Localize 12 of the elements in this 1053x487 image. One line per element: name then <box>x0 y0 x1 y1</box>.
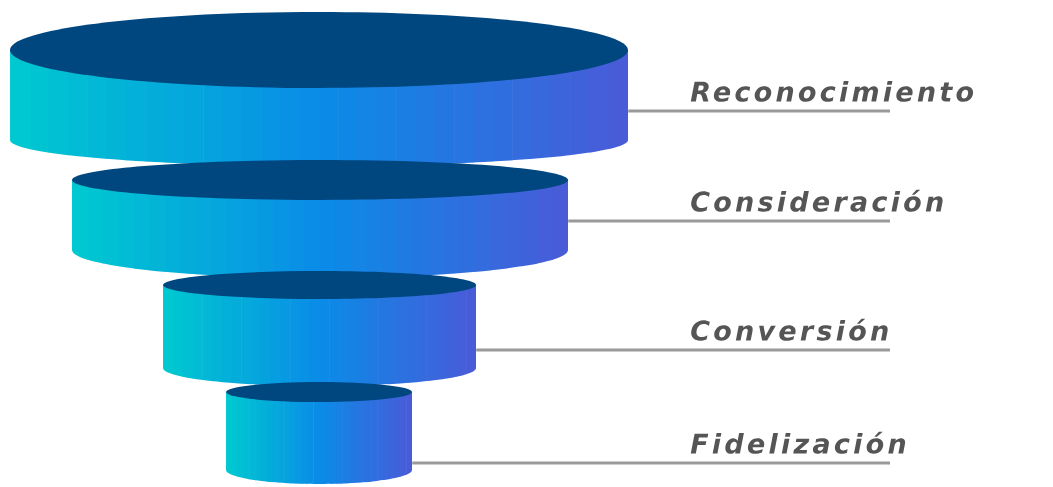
stage-label: Conversión <box>691 318 888 341</box>
leader-line <box>476 348 890 352</box>
stage-label: Fidelización <box>690 431 906 454</box>
stage-label: Consideración <box>691 189 943 212</box>
funnel-tier <box>10 12 628 166</box>
funnel-tier <box>163 271 476 386</box>
leader-line <box>412 461 890 465</box>
funnel-tier <box>72 160 568 278</box>
funnel-tier <box>226 382 412 484</box>
leader-line <box>568 219 890 223</box>
leader-line <box>628 109 890 113</box>
stage-label: Reconocimiento <box>690 80 974 102</box>
